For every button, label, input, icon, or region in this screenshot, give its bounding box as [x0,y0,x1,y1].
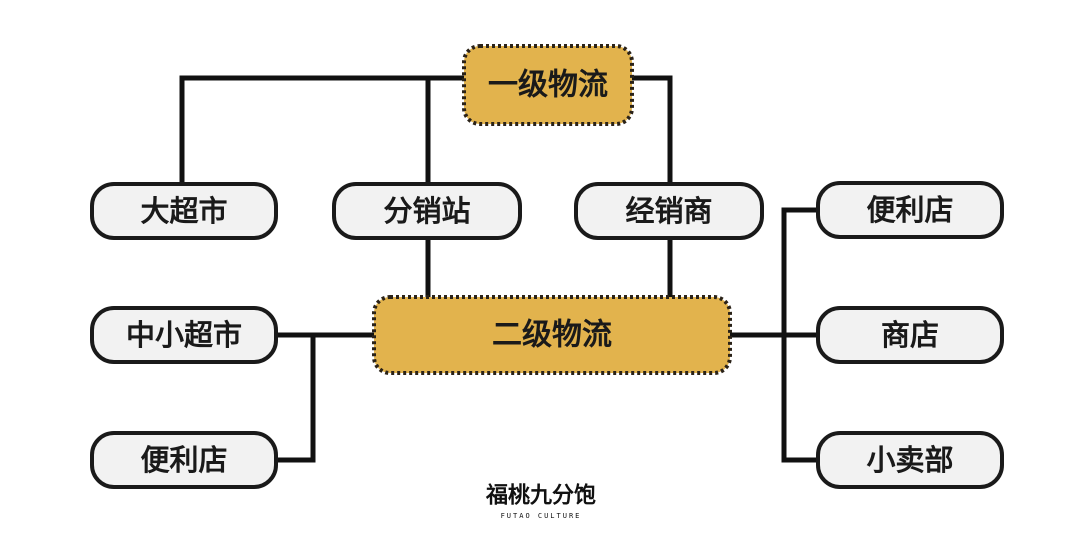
connector-secondary-to-left-convenience [274,332,316,463]
node-small-medium-supermarket-label: 中小超市 [126,318,242,352]
node-convenience-store-right: 便利店 [816,181,1004,239]
node-shop: 商店 [816,306,1004,364]
node-small-medium-supermarket-box [90,306,278,364]
node-convenience-store-left: 便利店 [90,431,278,489]
brand-logo: 福桃九分饱 FUTAO CULTURE [485,483,596,521]
node-distribution-station-label: 分销站 [383,194,470,228]
node-shop-label: 商店 [881,318,939,352]
node-distribution-station: 分销站 [332,182,522,240]
brand-logo-name: 福桃九分饱 [485,483,596,509]
node-distributor-box [574,182,764,240]
connector-primary-to-distributor [629,75,673,187]
node-distributor-label: 经销商 [625,194,712,228]
node-secondary-logistics-box [372,295,732,375]
connector-primary-to-hypermarket [179,75,469,187]
node-secondary-logistics-label: 二级物流 [492,318,612,353]
node-kiosk: 小卖部 [816,431,1004,489]
node-kiosk-box [816,431,1004,489]
connector-right-bus [781,207,821,463]
node-hypermarket: 大超市 [90,182,278,240]
node-kiosk-label: 小卖部 [866,443,953,477]
node-primary-logistics-box [462,44,634,126]
connector-lines [179,75,821,463]
node-small-medium-supermarket: 中小超市 [90,306,278,364]
node-secondary-logistics: 二级物流 [372,295,732,375]
node-shop-box [816,306,1004,364]
brand-logo-subtitle: FUTAO CULTURE [501,512,582,520]
node-convenience-store-left-label: 便利店 [140,443,227,477]
node-primary-logistics: 一级物流 [462,44,634,126]
node-distributor: 经销商 [574,182,764,240]
node-hypermarket-label: 大超市 [140,194,227,228]
node-hypermarket-box [90,182,278,240]
node-convenience-store-right-box [816,181,1004,239]
node-distribution-station-box [332,182,522,240]
node-convenience-store-left-box [90,431,278,489]
node-convenience-store-right-label: 便利店 [866,193,953,227]
node-primary-logistics-label: 一级物流 [488,68,608,103]
